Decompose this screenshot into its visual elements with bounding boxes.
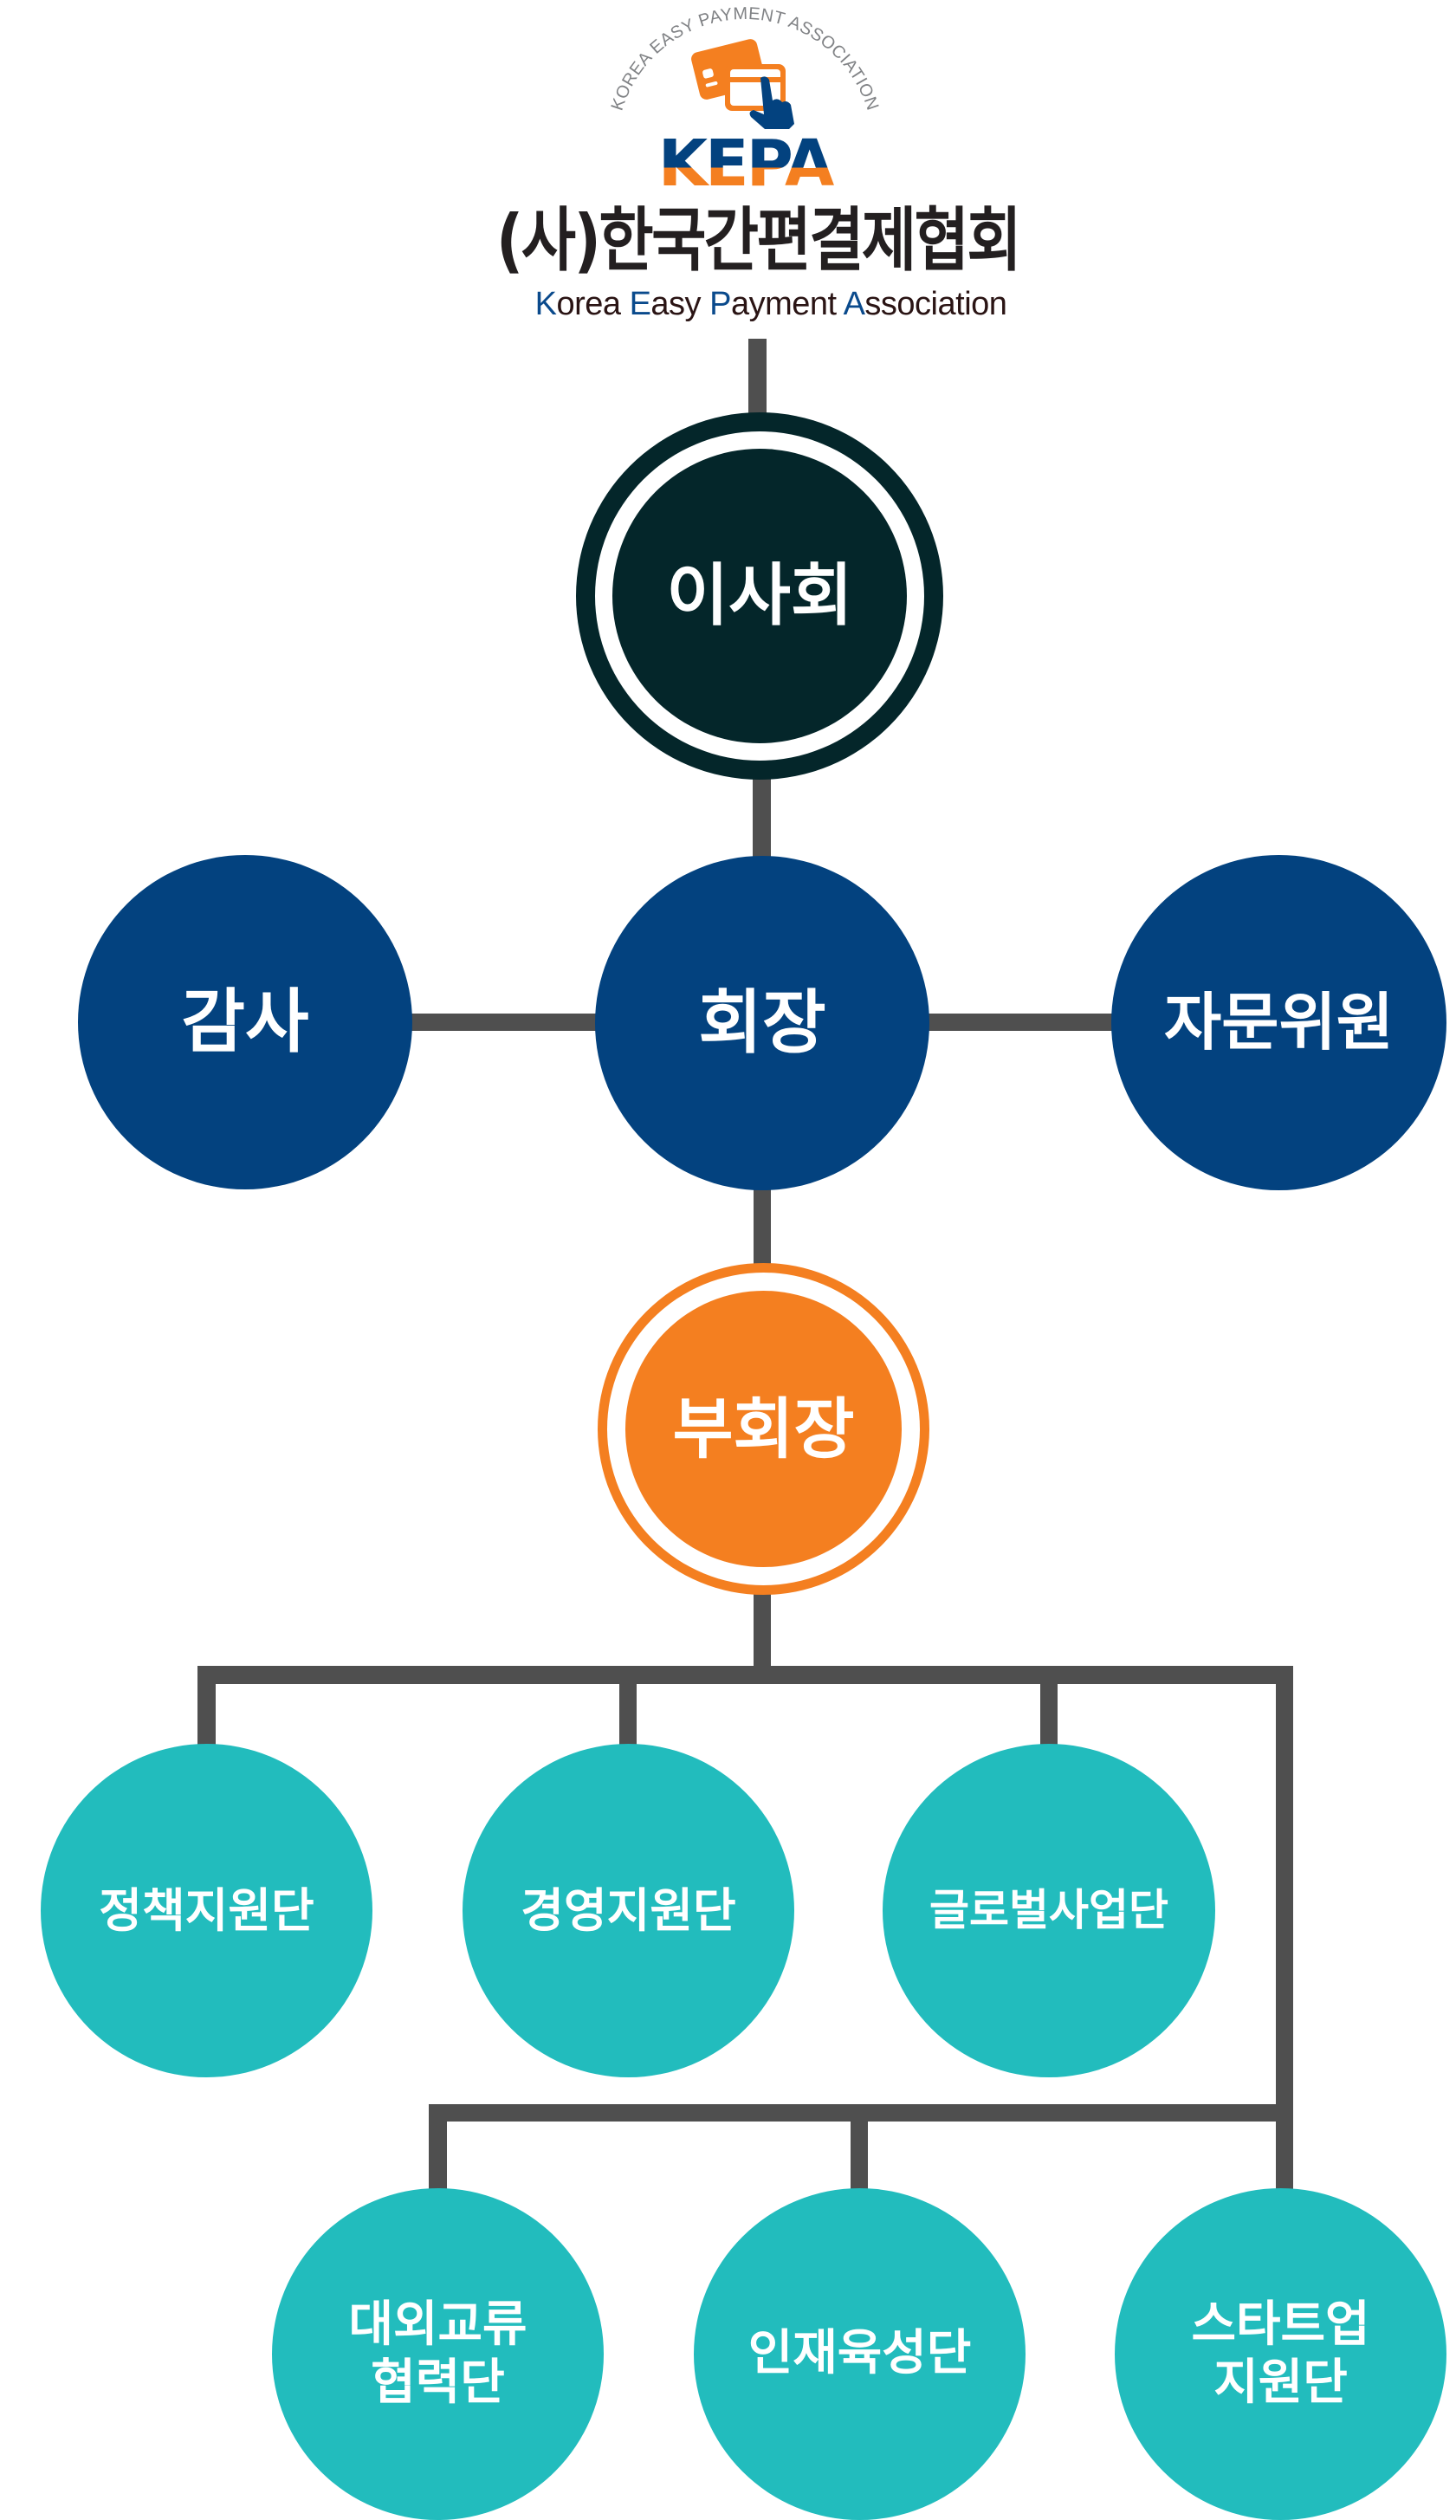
subtitle-text: ayment	[730, 286, 844, 322]
division-node-startup[interactable]: 스타트업 지원단	[1115, 2188, 1446, 2520]
connector-president-vice	[754, 1189, 771, 1265]
subtitle-capital: A	[843, 286, 865, 322]
subtitle-text: orea	[556, 286, 630, 322]
division-label: 경영지원단	[521, 1882, 736, 1938]
connector-board-president	[753, 775, 771, 858]
division-node-policy[interactable]: 정책지원단	[41, 1744, 372, 2077]
pointing-hand-icon	[749, 76, 794, 129]
kepa-logo-graphic: KOREA EASY PAYMENT ASSOCIATION KEPA	[608, 4, 882, 201]
board-node[interactable]: 이사회	[612, 449, 907, 743]
division-label: 대외교류 협력단	[348, 2297, 527, 2411]
org-subtitle: Korea Easy Payment Association	[485, 282, 1057, 326]
org-title: (사)한국간편결제협회	[495, 200, 1022, 281]
advisors-node[interactable]: 자문위원	[1111, 855, 1446, 1190]
subtitle-capital: E	[629, 286, 651, 322]
subtitle-text: asy	[650, 286, 710, 322]
connector-president-advisors	[927, 1014, 1114, 1031]
kepa-logo: KOREA EASY PAYMENT ASSOCIATION KEPA	[598, 0, 892, 201]
auditor-node[interactable]: 감사	[78, 855, 412, 1189]
subtitle-capital: P	[709, 286, 731, 322]
division-bar-top	[197, 1666, 1293, 1684]
drop-division-4	[429, 2104, 447, 2190]
advisors-label: 자문위원	[1164, 986, 1394, 1059]
division-right-rail	[1276, 1666, 1293, 2191]
division-label: 정책지원단	[99, 1882, 314, 1938]
drop-division-2	[619, 1666, 637, 1746]
division-node-management[interactable]: 경영지원단	[463, 1744, 794, 2077]
connector-auditor-president	[407, 1014, 598, 1031]
connector-title-board	[748, 339, 767, 415]
vice-president-node[interactable]: 부회장	[625, 1291, 902, 1567]
subtitle-capital: K	[534, 286, 557, 322]
kepa-wordmark: KEPA	[658, 126, 834, 192]
subtitle-text: ssociation	[864, 286, 1007, 322]
vice-president-label: 부회장	[672, 1390, 855, 1467]
division-label: 인재육성단	[747, 2325, 972, 2382]
division-node-global[interactable]: 글로벌사업단	[883, 1744, 1215, 2077]
division-node-external-relations[interactable]: 대외교류 협력단	[272, 2188, 604, 2520]
connector-vice-bar	[754, 1592, 771, 1670]
drop-division-5	[851, 2104, 868, 2190]
president-label: 회장	[698, 981, 826, 1063]
auditor-label: 감사	[181, 981, 309, 1062]
drop-division-1	[197, 1666, 216, 1746]
drop-division-3	[1040, 1666, 1058, 1746]
board-label: 이사회	[666, 556, 853, 635]
president-node[interactable]: 회장	[595, 856, 929, 1190]
division-label: 스타트업 지원단	[1191, 2297, 1370, 2411]
division-label: 글로벌사업단	[929, 1885, 1168, 1935]
division-node-talent[interactable]: 인재육성단	[694, 2188, 1026, 2520]
